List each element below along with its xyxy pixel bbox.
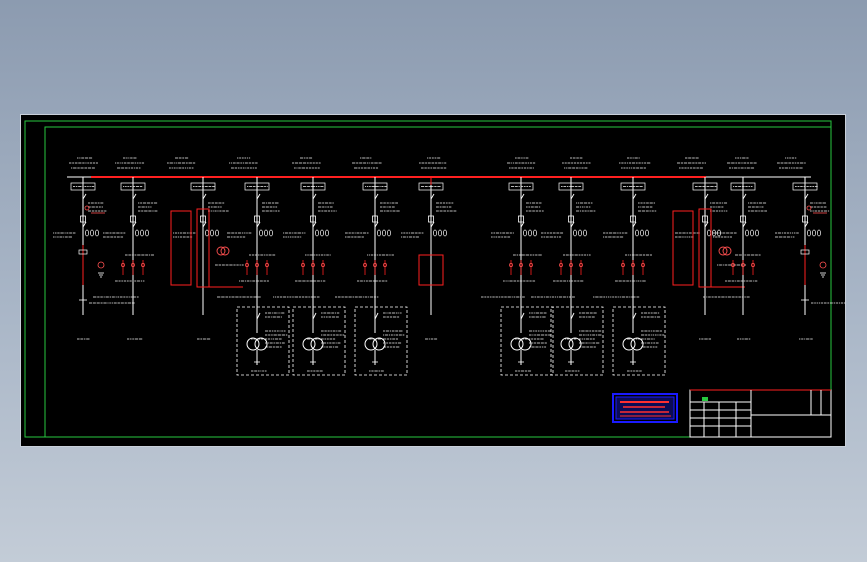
current-transformer-icon (377, 230, 380, 236)
transformer-icon (569, 338, 581, 350)
current-transformer-icon (264, 230, 267, 236)
cad-viewport[interactable] (20, 114, 846, 447)
current-transformer-icon (578, 230, 581, 236)
transformer-unit (355, 300, 407, 375)
transformer-unit (551, 300, 603, 375)
current-transformer-icon (438, 230, 441, 236)
feeder-group (53, 158, 845, 339)
current-transformer-icon (315, 230, 318, 236)
relay-icon (820, 262, 826, 268)
current-transformer-icon (817, 230, 820, 236)
current-transformer-icon (140, 230, 143, 236)
current-transformer-icon (755, 230, 758, 236)
transformer-icon (311, 338, 323, 350)
current-transformer-icon (583, 230, 586, 236)
current-transformer-icon (85, 230, 88, 236)
current-transformer-icon (750, 230, 753, 236)
current-transformer-icon (320, 230, 323, 236)
current-transformer-icon (807, 230, 810, 236)
current-transformer-icon (90, 230, 93, 236)
indicator-icon (85, 206, 89, 210)
transformer-enclosure (355, 307, 407, 375)
bus-section-loop (673, 211, 693, 285)
current-transformer-icon (205, 230, 208, 236)
current-transformer-icon (528, 230, 531, 236)
current-transformer-icon (269, 230, 272, 236)
current-transformer-icon (707, 230, 710, 236)
bus-section-loop (171, 211, 191, 285)
current-transformer-icon (325, 230, 328, 236)
transformer-group (237, 300, 665, 375)
relay-icon (98, 262, 104, 268)
approval-stamp (613, 394, 677, 422)
current-transformer-icon (573, 230, 576, 236)
single-line-diagram (21, 115, 845, 446)
current-transformer-icon (387, 230, 390, 236)
transformer-enclosure (551, 307, 603, 375)
transformer-unit (501, 300, 553, 375)
current-transformer-icon (215, 230, 218, 236)
current-transformer-icon (95, 230, 98, 236)
transformer-unit (237, 300, 289, 375)
current-transformer-icon (210, 230, 213, 236)
current-transformer-icon (812, 230, 815, 236)
title-block-frame (690, 390, 831, 437)
transformer-icon (255, 338, 267, 350)
transformer-icon (519, 338, 531, 350)
current-transformer-icon (745, 230, 748, 236)
current-transformer-icon (645, 230, 648, 236)
current-transformer-icon (433, 230, 436, 236)
current-transformer-icon (259, 230, 262, 236)
title-block (690, 390, 831, 437)
current-transformer-icon (523, 230, 526, 236)
title-block-logo (702, 397, 708, 401)
indicator-icon (807, 206, 811, 210)
transformer-unit (613, 300, 665, 375)
current-transformer-icon (382, 230, 385, 236)
current-transformer-icon (135, 230, 138, 236)
current-transformer-icon (443, 230, 446, 236)
transformer-icon (373, 338, 385, 350)
current-transformer-icon (635, 230, 638, 236)
current-transformer-icon (533, 230, 536, 236)
current-transformer-icon (145, 230, 148, 236)
transformer-unit (293, 300, 345, 375)
transformer-icon (631, 338, 643, 350)
current-transformer-icon (640, 230, 643, 236)
